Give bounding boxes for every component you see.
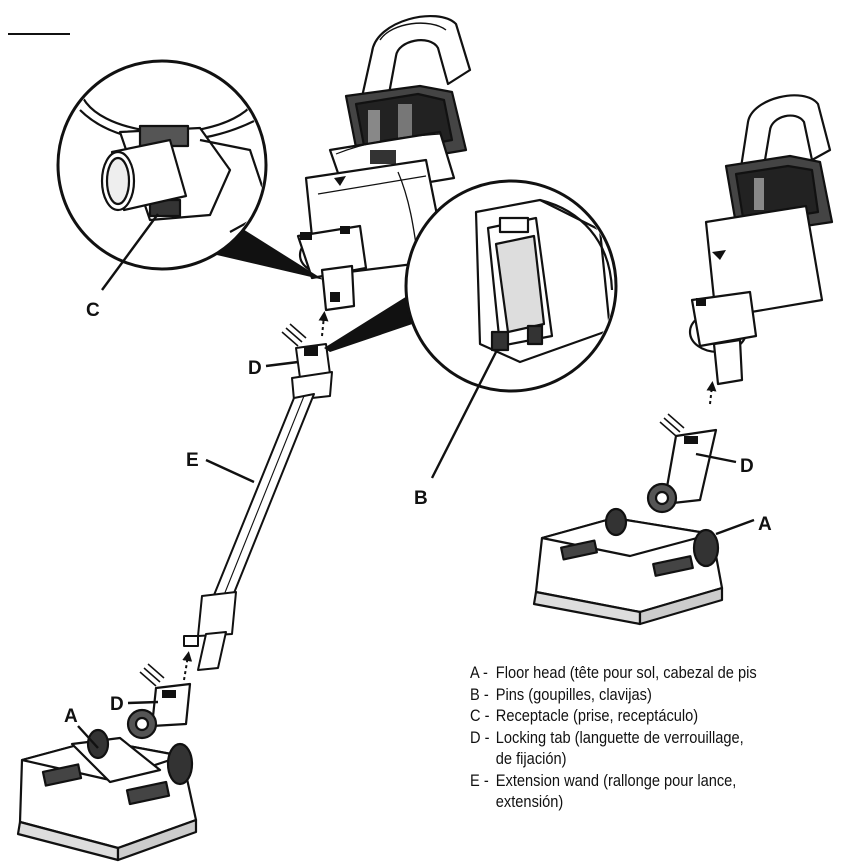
leader-a-left [77, 725, 99, 749]
insert-arrow-upper [318, 311, 329, 337]
legend-text: Pins (goupilles, clavijas) [495, 684, 652, 704]
zoom-wedge-b [324, 288, 430, 352]
leader-b [430, 351, 498, 479]
callout-e: E [186, 450, 199, 471]
legend-key: E - [470, 770, 489, 790]
legend-text: Floor head (tête pour sol, cabezal de pi… [495, 663, 757, 682]
assembled-vacuum-illustration [688, 94, 834, 386]
legend-item-e: E -Extension wand (rallonge pour lance, … [470, 770, 790, 813]
legend-text-continued: extensión) [495, 792, 564, 811]
legend-text: Receptacle (prise, receptáculo) [495, 706, 699, 725]
zoom-circle-b [404, 179, 618, 393]
legend-item-c: C - Receptacle (prise, receptáculo) [470, 705, 790, 727]
legend-item-a: A - Floor head (tête pour sol, cabezal de… [470, 662, 790, 684]
legend-text-continued: de fijación) [495, 749, 567, 768]
leader-d-right [695, 452, 737, 464]
callout-d-right: D [740, 456, 754, 477]
legend-key: B - [470, 684, 489, 704]
callout-a-right: A [758, 514, 772, 535]
parts-legend: A - Floor head (tête pour sol, cabezal de… [470, 662, 790, 813]
callout-b: B [414, 488, 428, 509]
extension-wand-illustration [183, 343, 333, 671]
insert-arrow-lower [182, 651, 193, 681]
leader-d-upper [265, 360, 299, 368]
push-marks [139, 323, 685, 687]
legend-text: Locking tab (languette de verrouillage, [495, 727, 744, 747]
insert-arrow-right [706, 381, 717, 405]
leader-a-right [715, 518, 755, 536]
leader-c [101, 213, 159, 291]
floor-head-right-illustration [532, 428, 724, 626]
callout-d-upper: D [248, 358, 262, 379]
legend-text: Extension wand (rallonge pour lance, [495, 770, 737, 790]
leader-d-lower [127, 700, 159, 705]
floor-head-left-illustration [16, 682, 198, 862]
main-vacuum-illustration [296, 15, 472, 312]
callout-c: C [86, 300, 100, 321]
leader-e [205, 458, 255, 484]
legend-item-d: D -Locking tab (languette de verrouillag… [470, 727, 790, 770]
legend-item-b: B - Pins (goupilles, clavijas) [470, 684, 790, 706]
callout-d-lower: D [110, 694, 124, 715]
legend-key: C - [470, 706, 490, 725]
callout-a-left: A [64, 706, 78, 727]
zoom-circle-c [56, 59, 268, 271]
legend-key: A - [470, 663, 488, 682]
legend-key: D - [470, 727, 490, 747]
